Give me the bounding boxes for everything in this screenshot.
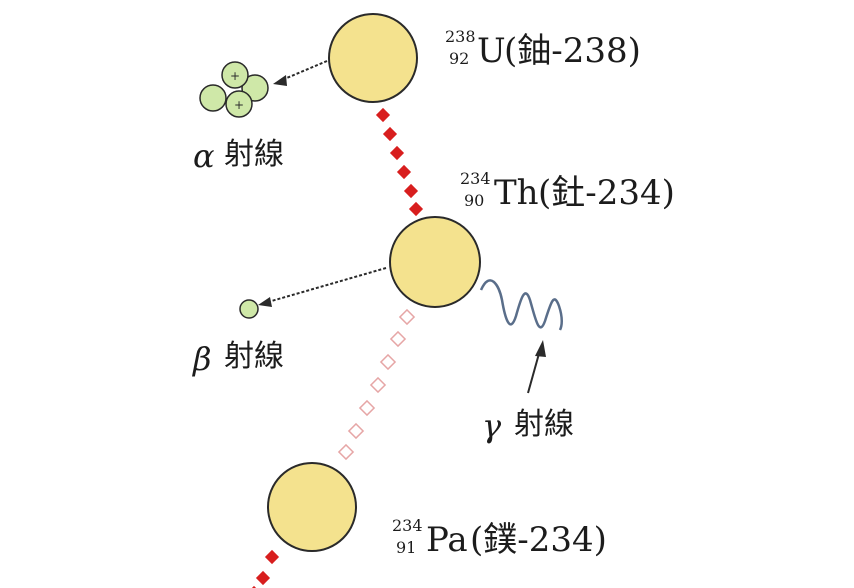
beta-symbol: β: [192, 340, 212, 378]
pa234-nucleus: [267, 462, 357, 552]
decay-path-pa-continue: [246, 549, 280, 588]
alpha-symbol: α: [193, 137, 215, 175]
alpha-ray-text: 射線: [224, 137, 284, 172]
svg-text:+: +: [230, 69, 240, 83]
u238-symbol: U: [477, 31, 506, 71]
u238-nucleus: [328, 13, 418, 103]
gamma-ray-text: 射線: [514, 407, 574, 442]
alpha-ray-label: α 射線: [193, 137, 284, 175]
th234-name: (釷-234): [538, 173, 675, 213]
u238-label: 238 92 U (鈾-238): [445, 27, 641, 71]
u238-atomic-number: 92: [449, 49, 469, 68]
gamma-label-arrow: [527, 340, 546, 394]
th234-label: 234 90 Th (釷-234): [460, 169, 675, 213]
gamma-symbol: γ: [482, 407, 502, 445]
pa234-symbol: Pa: [426, 520, 468, 560]
pa234-mass-number: 234: [392, 516, 423, 535]
pa234-name: (鏷-234): [470, 520, 607, 560]
th234-nucleus: [389, 216, 481, 308]
pa234-atomic-number: 91: [396, 538, 416, 557]
gamma-ray-wave: [479, 279, 563, 331]
u238-name: (鈾-238): [504, 31, 641, 71]
th234-mass-number: 234: [460, 169, 491, 188]
beta-emission-arrow: [258, 267, 387, 307]
beta-ray-label: β 射線: [192, 339, 284, 378]
th234-atomic-number: 90: [464, 191, 484, 210]
pa234-label: 234 91 Pa (鏷-234): [392, 516, 607, 560]
beta-ray-text: 射線: [224, 339, 284, 374]
svg-text:+: +: [234, 98, 244, 112]
gamma-ray-label: γ 射線: [482, 407, 574, 445]
alpha-emission-arrow: [273, 60, 328, 86]
decay-path-th-to-pa: [337, 308, 416, 461]
u238-mass-number: 238: [445, 27, 476, 46]
decay-path-u-to-th: [375, 107, 424, 217]
beta-particle: [239, 299, 259, 319]
alpha-particle: + +: [199, 61, 269, 118]
th234-symbol: Th: [494, 173, 539, 213]
